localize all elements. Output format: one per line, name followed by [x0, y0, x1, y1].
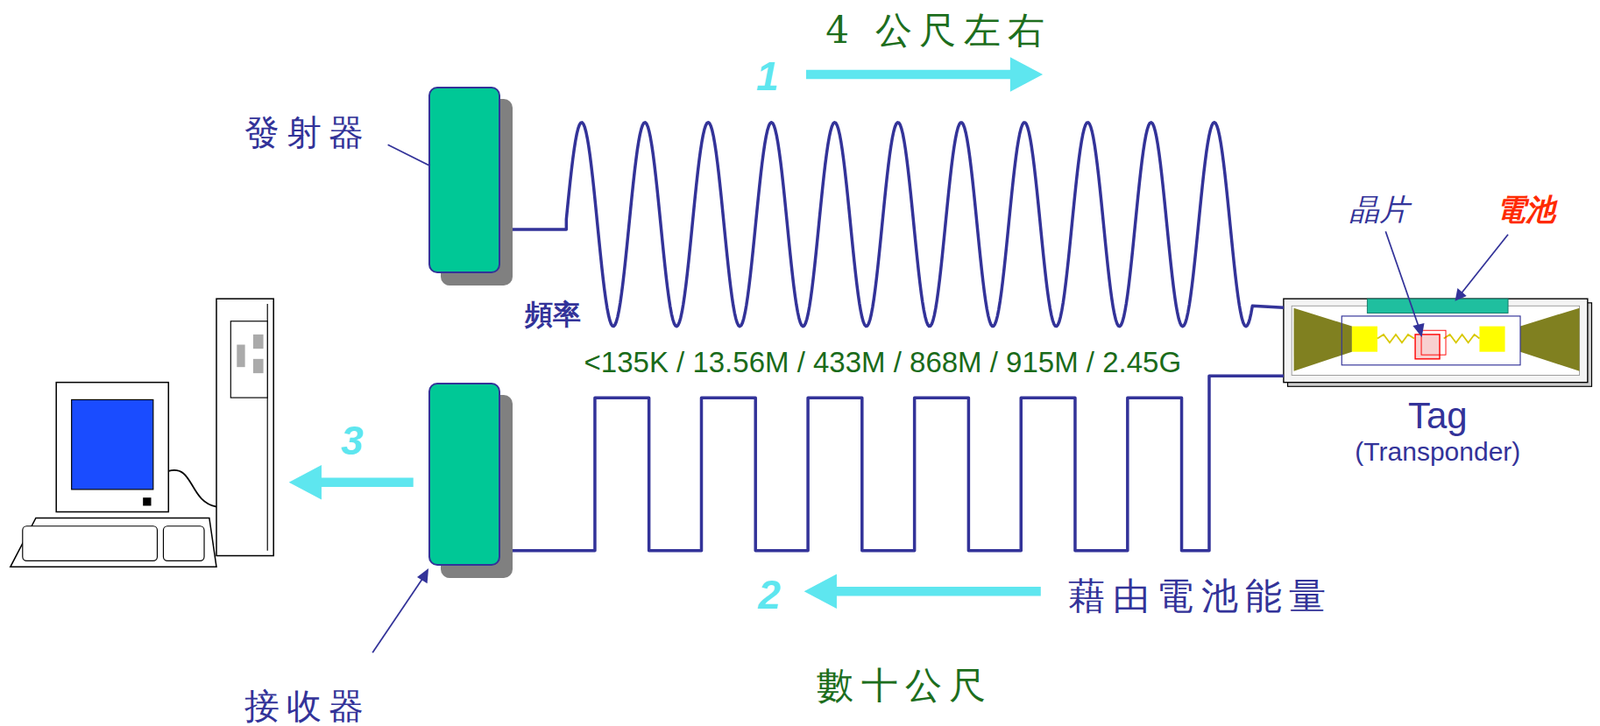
- node-title: 接收器: [244, 686, 371, 726]
- callout-number: 3: [340, 420, 364, 461]
- computer-illustration-part: [162, 526, 205, 562]
- frequency-caption: 頻率: [524, 300, 581, 329]
- computer-illustration-part: [168, 470, 217, 508]
- computer-illustration-part: [71, 399, 154, 489]
- leader-lines: [372, 144, 1508, 653]
- tag-illustration-part: [1294, 308, 1353, 372]
- leader-lines-part: [1385, 231, 1419, 329]
- tag-illustration-part: [1479, 326, 1505, 353]
- leader-lines-part: [1456, 290, 1466, 301]
- node-title: Tag: [1354, 395, 1521, 438]
- node-subtitle: (Transponder): [1354, 437, 1521, 468]
- computer-illustration-part: [216, 298, 274, 556]
- tag-illustration-part: [1291, 305, 1579, 376]
- flow-arrows-part: [804, 574, 837, 610]
- tag-transponder: Tag(Transponder): [1283, 298, 1593, 385]
- tag-illustration-part: [1520, 308, 1580, 372]
- tag-illustration-part: [1283, 298, 1588, 383]
- tag-illustration-part: [1352, 326, 1378, 353]
- node-title: 發射器: [244, 112, 371, 153]
- frequency-list: <135K / 13.56M / 433M / 868M / 915M / 2.…: [584, 347, 1182, 377]
- transmitter-box: 發射器: [428, 86, 501, 274]
- carrier-wave: [500, 122, 1284, 327]
- node-label: 接收器: [244, 686, 371, 726]
- leader-lines-part: [1460, 234, 1508, 295]
- chip-label: 晶片: [1349, 194, 1409, 225]
- computer-illustration: [10, 298, 274, 567]
- data-signal: [500, 375, 1284, 552]
- leader-lines-part: [372, 577, 424, 653]
- computer-illustration-part: [22, 526, 158, 562]
- callout-number: 2: [757, 574, 781, 616]
- flow-arrows: [289, 56, 1043, 609]
- leader-lines-part: [418, 570, 428, 583]
- tag-illustration: [1283, 298, 1593, 387]
- flow-arrows-part: [316, 477, 414, 487]
- leader-lines-part: [1414, 324, 1424, 336]
- computer-illustration-part: [253, 359, 264, 374]
- computer-illustration-part: [10, 517, 217, 567]
- flow-arrows-part: [289, 465, 322, 501]
- flow-arrows-part: [1010, 56, 1043, 93]
- tag-illustration-part: [1341, 316, 1521, 366]
- computer-illustration-part: [56, 382, 169, 513]
- tag-illustration-part: [1366, 298, 1508, 313]
- power-note: 藉由電池能量: [1068, 578, 1333, 616]
- flow-arrows-part: [831, 587, 1041, 596]
- tag-illustration-part: [1421, 330, 1446, 355]
- tag-illustration-part: [1288, 303, 1593, 387]
- node-label: Tag(Transponder): [1354, 395, 1521, 468]
- distance-note: 4 公尺左右: [825, 12, 1052, 50]
- computer-illustration-part: [236, 345, 245, 369]
- receiver-box: 接收器: [428, 382, 501, 567]
- computer-illustration-part: [142, 497, 151, 506]
- callout-number: 1: [756, 56, 779, 97]
- node-label: 發射器: [244, 112, 371, 153]
- distance-note: 數十公尺: [816, 667, 994, 705]
- flow-arrows-part: [806, 70, 1016, 79]
- computer-illustration-part: [253, 334, 264, 349]
- computer-illustration-part: [230, 321, 268, 398]
- battery-label: 電池: [1495, 194, 1556, 225]
